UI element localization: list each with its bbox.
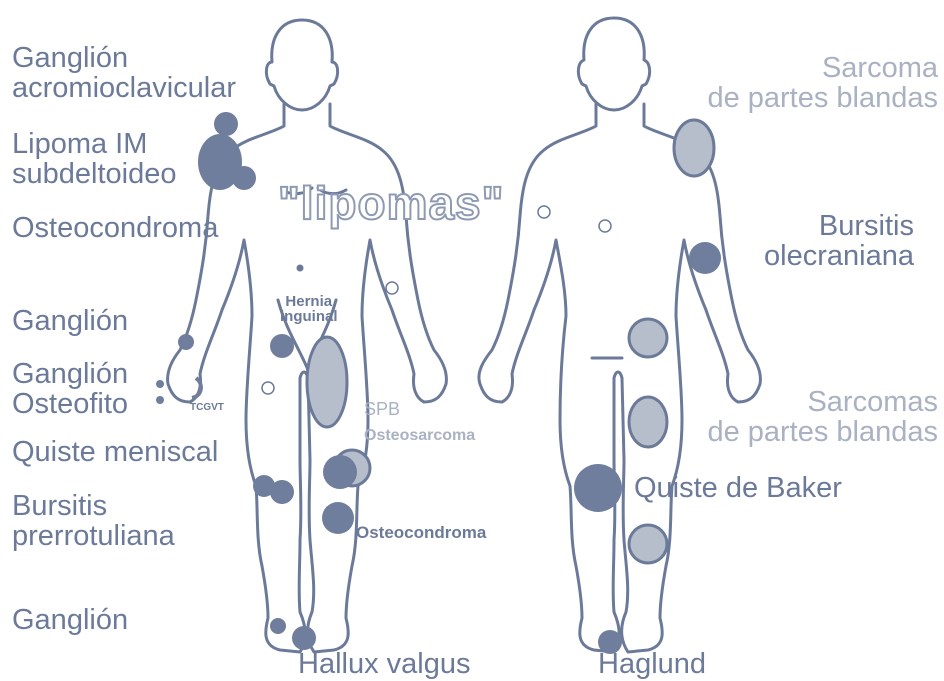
- label-bursitis-prerrot-line2: prerrotuliana: [12, 522, 175, 552]
- label-quiste-meniscal: Quiste meniscal: [12, 438, 218, 468]
- lesion-osteofito: [156, 396, 164, 404]
- label-ganglion-hand: Ganglión: [12, 360, 128, 390]
- label-tcgvt: TCGVT: [190, 403, 224, 413]
- label-sarcomas-line1: Sarcomas: [707, 388, 938, 418]
- lesion-hallux-valgus: [292, 626, 316, 650]
- lesion-lipoma-small-2: [386, 282, 398, 294]
- label-osteosarcoma: Osteosarcoma: [364, 428, 475, 444]
- label-bursitis-prerrotuliana: Bursitis prerrotuliana: [12, 492, 175, 551]
- label-sarcoma: Sarcoma de partes blandas: [707, 54, 938, 113]
- label-osteocondroma-left: Osteocondroma: [12, 214, 218, 244]
- lesion-quiste-meniscal-2: [270, 480, 294, 504]
- label-quiste-baker: Quiste de Baker: [634, 474, 842, 504]
- lesion-hernia-inguinal: [270, 334, 294, 358]
- label-lipomas: "lipomas": [278, 176, 504, 230]
- label-haglund: Haglund: [598, 650, 706, 680]
- label-bursitis-olecraniana: Bursitis olecraniana: [764, 212, 914, 271]
- label-ganglion-acromio: Ganglión acromioclavicular: [12, 44, 236, 103]
- lesion-sarcoma-gluteal: [629, 319, 667, 357]
- label-hernia-line2: inguinal: [280, 309, 338, 324]
- label-bursitis-olec-line1: Bursitis: [764, 212, 914, 242]
- lesion-osteocondroma-knee: [322, 502, 354, 534]
- label-lipoma-im: Lipoma IM subdeltoideo: [12, 130, 176, 189]
- lesion-lipoma-small-3: [538, 206, 550, 218]
- label-ganglion-foot: Ganglión: [12, 606, 128, 636]
- lesion-lipoma-small-4: [599, 220, 611, 232]
- lesion-ganglion-foot: [270, 618, 286, 634]
- label-bursitis-prerrot-line1: Bursitis: [12, 492, 175, 522]
- label-sarcomas: Sarcomas de partes blandas: [707, 388, 938, 447]
- label-hernia-inguinal: Hernia inguinal: [280, 294, 338, 325]
- label-ganglion-acromio-line2: acromioclavicular: [12, 74, 236, 104]
- label-osteocondroma-knee: Osteocondroma: [356, 524, 486, 541]
- lesion-bursitis-olecraniana: [689, 242, 721, 274]
- back-lesions: [538, 120, 721, 654]
- lesion-spb-thigh: [307, 337, 347, 427]
- label-bursitis-olec-line2: olecraniana: [764, 242, 914, 272]
- lesion-ganglion-hand: [156, 380, 164, 388]
- lesion-ganglion-acromioclavicular: [214, 112, 238, 136]
- lesion-quiste-baker: [574, 464, 622, 512]
- lesion-ganglion-wrist: [178, 334, 194, 350]
- label-sarcoma-line2: de partes blandas: [707, 84, 938, 114]
- label-ganglion-wrist: Ganglión: [12, 307, 128, 337]
- label-hallux-valgus: Hallux valgus: [298, 650, 470, 680]
- label-hernia-line1: Hernia: [280, 294, 338, 309]
- label-osteofito: Osteofito: [12, 390, 128, 420]
- label-ganglion-acromio-line1: Ganglión: [12, 44, 236, 74]
- front-body-outline: [168, 20, 447, 652]
- lesion-lipoma-small-1: [262, 382, 274, 394]
- label-spb: SPB: [364, 400, 400, 418]
- lesion-sarcoma-shoulder: [674, 120, 714, 176]
- label-sarcomas-line2: de partes blandas: [707, 418, 938, 448]
- lesion-sarcoma-calf: [629, 525, 667, 563]
- label-ganglion-osteofito: Ganglión Osteofito: [12, 360, 128, 419]
- label-lipoma-im-line1: Lipoma IM: [12, 130, 176, 160]
- lesion-knee: [323, 455, 357, 489]
- label-lipoma-im-line2: subdeltoideo: [12, 160, 176, 190]
- lesion-osteocondroma-shoulder: [232, 166, 256, 190]
- label-sarcoma-line1: Sarcoma: [707, 54, 938, 84]
- lesion-tcgvt: [192, 378, 201, 398]
- lesion-sarcoma-thigh: [629, 397, 667, 447]
